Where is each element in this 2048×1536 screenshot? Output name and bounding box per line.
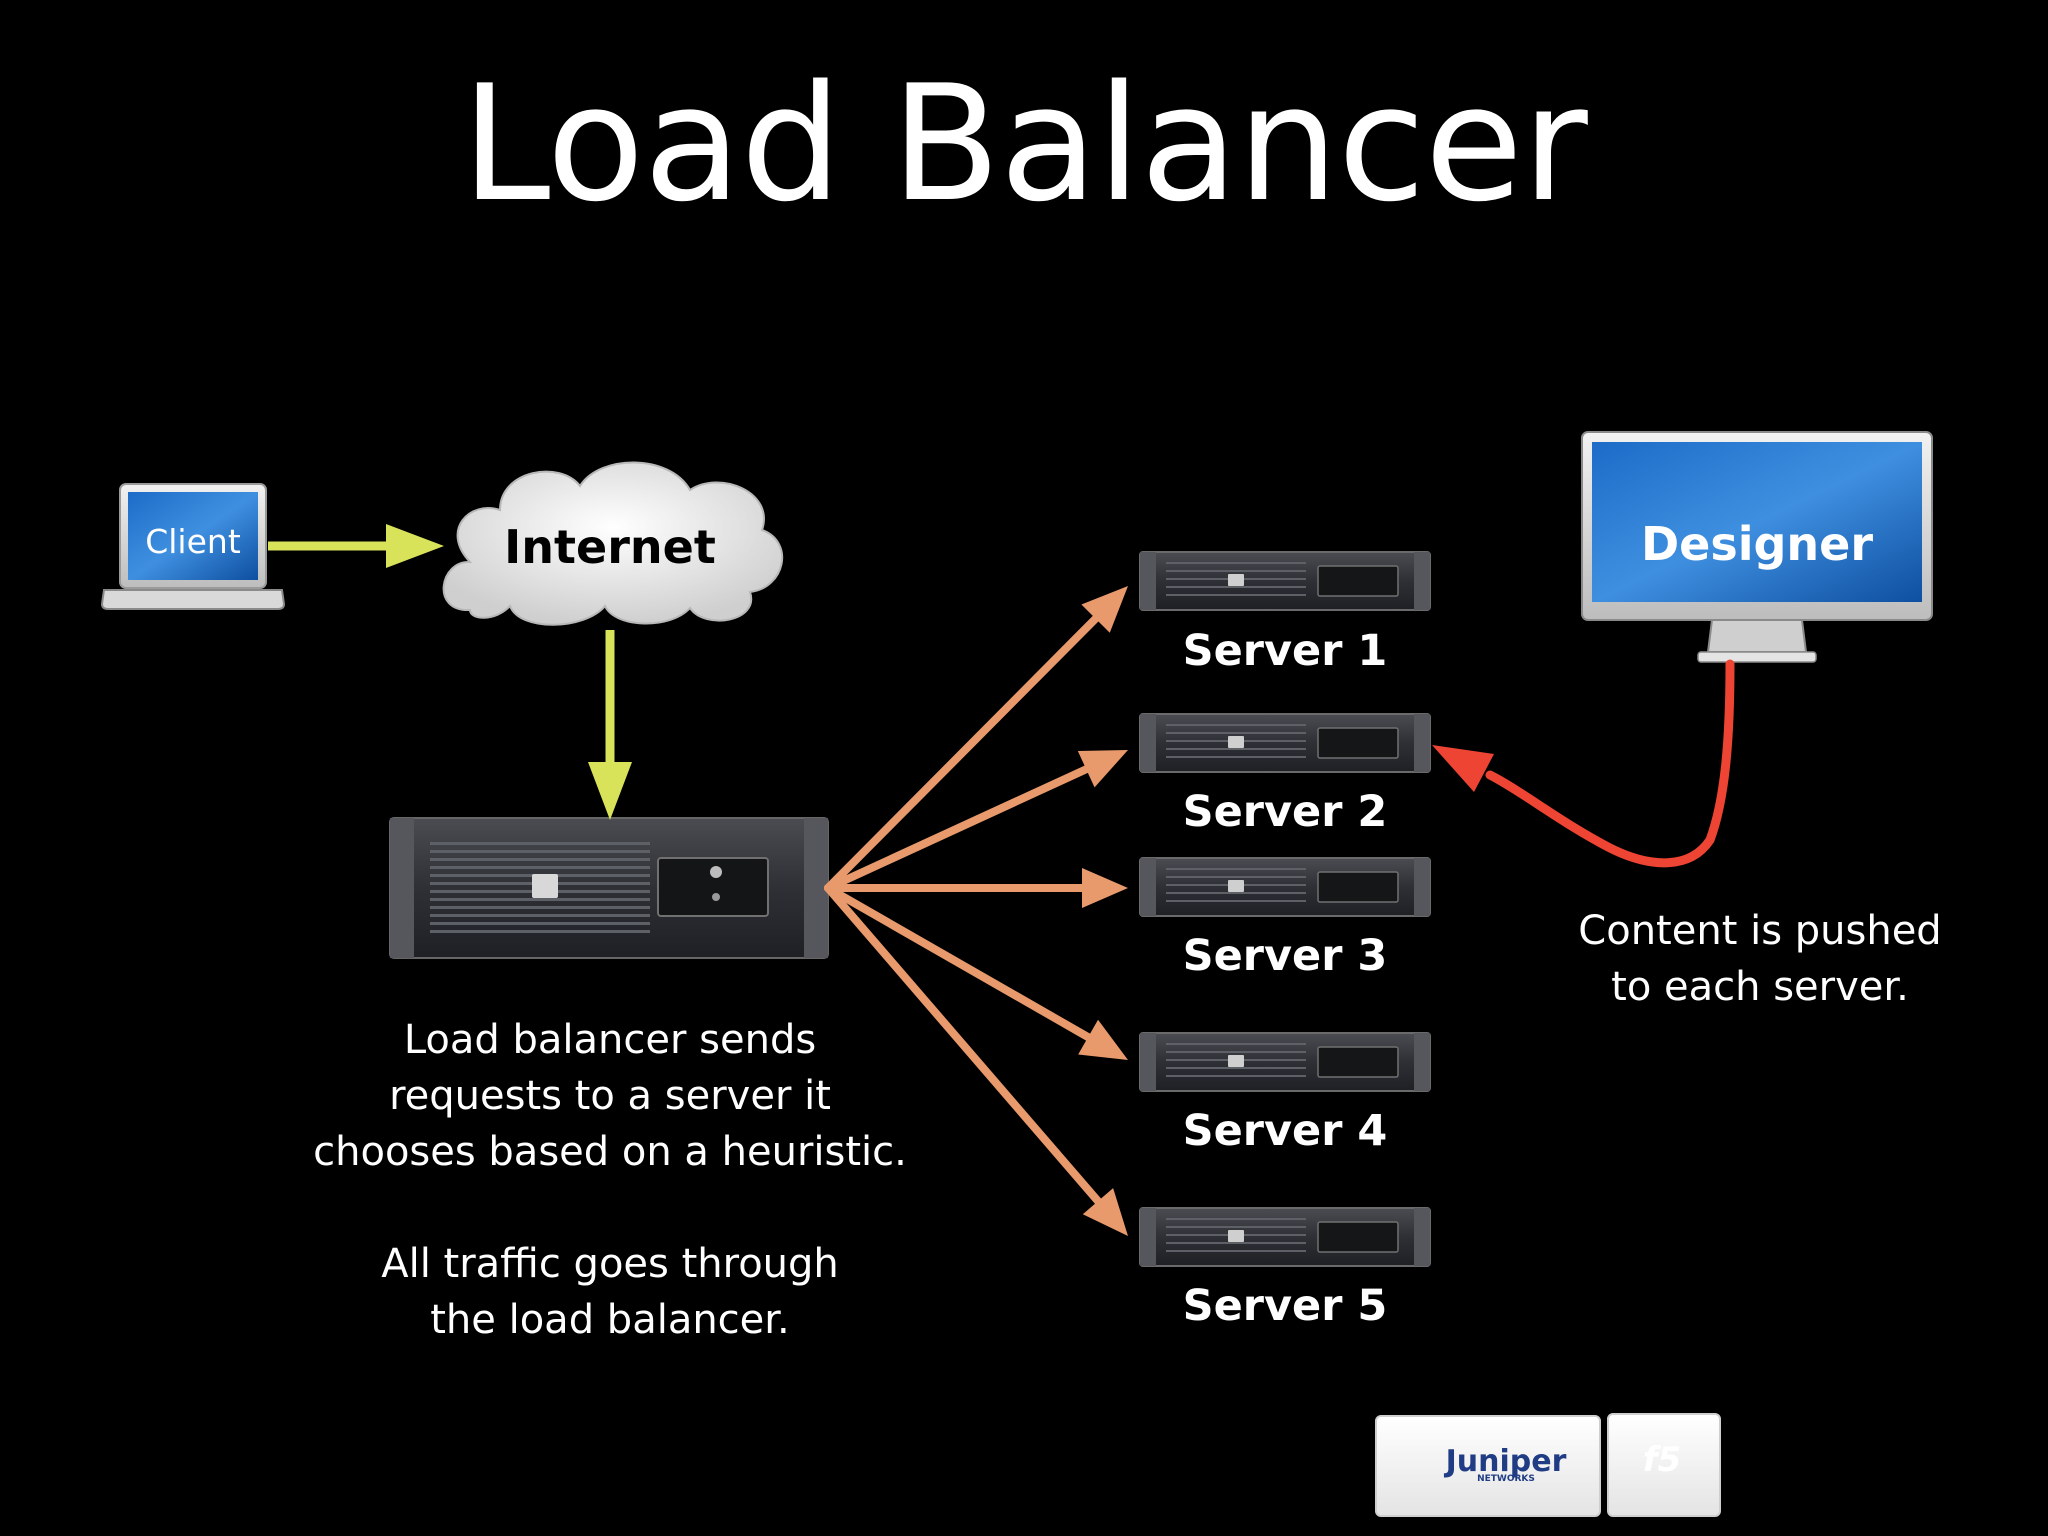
server-label-2: Server 2 <box>1182 787 1388 837</box>
internet-to-load-balancer-arrow <box>588 630 632 820</box>
designer-push-arrow <box>1432 659 1735 868</box>
server-unit-icon <box>1139 1032 1431 1092</box>
server-arrow <box>824 868 1128 908</box>
juniper-logo-badge <box>1375 1415 1601 1517</box>
server-unit-icon <box>1139 713 1431 773</box>
internet-cloud-icon <box>442 461 784 626</box>
server-label-5: Server 5 <box>1182 1281 1388 1331</box>
server-arrow <box>824 586 1128 892</box>
server-unit-icon <box>1139 1207 1431 1267</box>
server-arrow <box>824 884 1128 1060</box>
designer-monitor-icon <box>1581 431 1933 663</box>
load-balancer-appliance-icon <box>389 817 829 959</box>
server-units <box>1139 551 1431 1267</box>
f5-logo-text: f5 <box>1642 1440 1682 1480</box>
client-label: Client <box>145 522 241 561</box>
server-label-4: Server 4 <box>1182 1106 1388 1156</box>
juniper-logo-subtext: NETWORKS <box>1477 1474 1535 1484</box>
designer-caption: Content is pushed to each server. <box>1578 908 1942 1010</box>
server-unit-icon <box>1139 551 1431 611</box>
server-label-1: Server 1 <box>1182 626 1388 676</box>
client-to-internet-arrow <box>268 524 444 568</box>
client-laptop-icon <box>100 483 286 610</box>
internet-label: Internet <box>504 520 716 574</box>
load-balancer-caption: Load balancer sends requests to a server… <box>313 1017 907 1343</box>
server-arrow <box>824 750 1128 892</box>
page-title: Load Balancer <box>461 50 1588 237</box>
server-arrow <box>824 884 1128 1236</box>
juniper-logo-text: Juniper <box>1445 1444 1567 1479</box>
server-unit-icon <box>1139 857 1431 917</box>
load-balancer-to-server-arrows <box>824 586 1128 1236</box>
designer-label: Designer <box>1640 517 1874 571</box>
f5-logo-badge <box>1607 1413 1721 1517</box>
server-label-3: Server 3 <box>1182 931 1388 981</box>
